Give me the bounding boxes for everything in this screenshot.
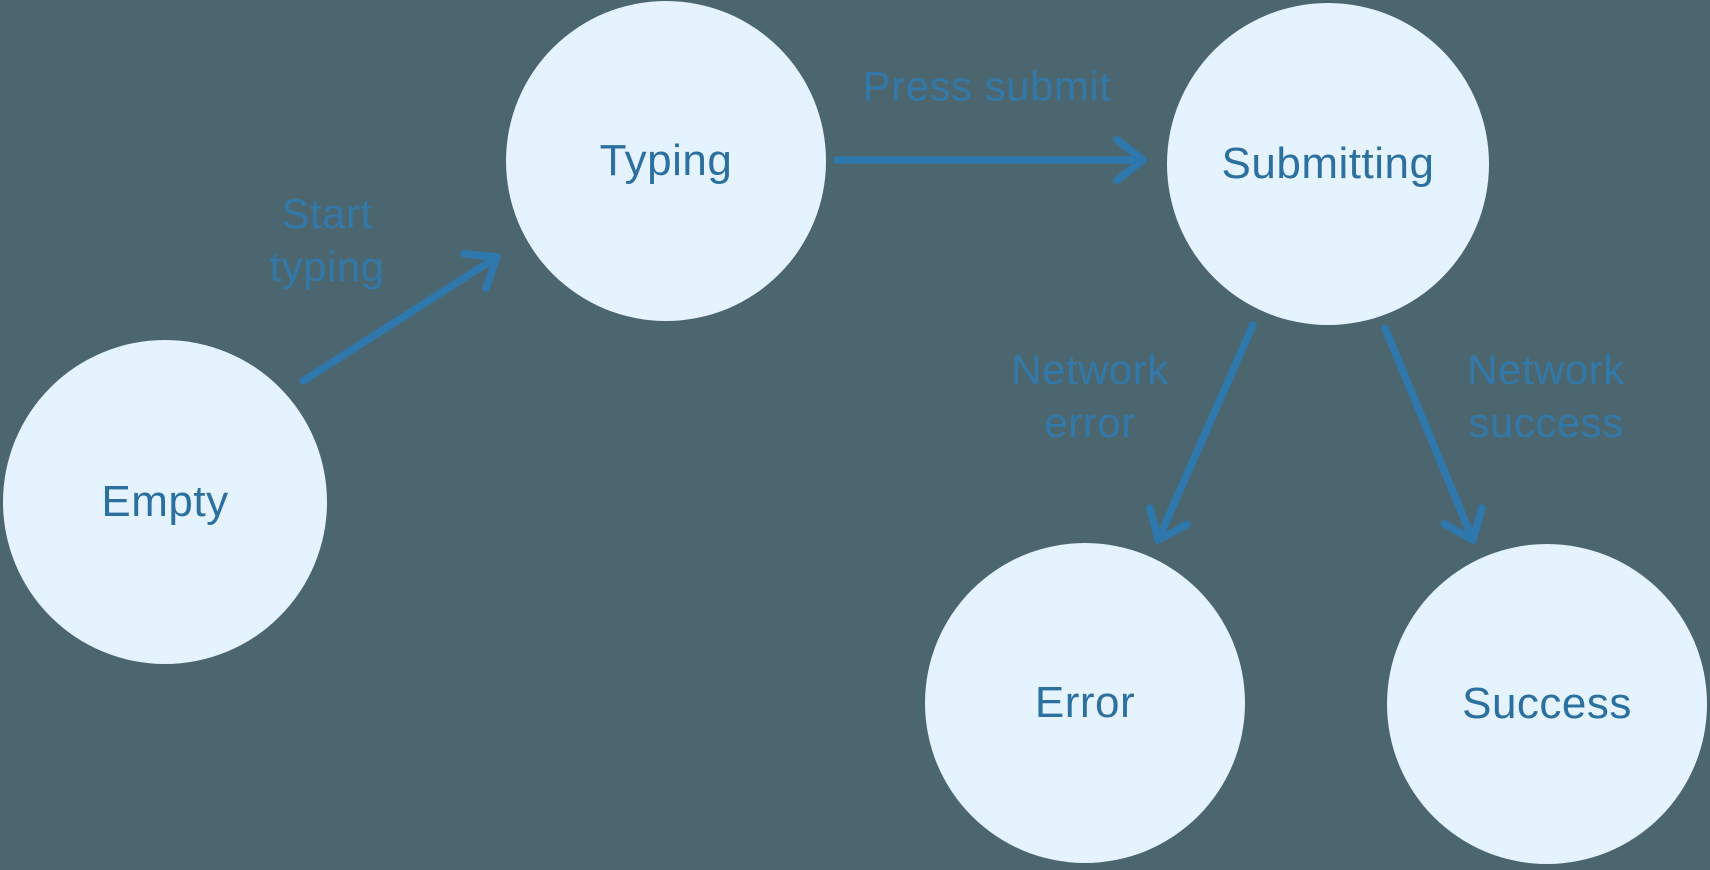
state-node-submitting: Submitting [1167,3,1489,325]
arrow-shaft [299,253,501,385]
state-label-typing: Typing [599,136,733,185]
arrow-shaft [1154,321,1257,544]
transition-label-line: success [1468,399,1624,446]
state-node-error: Error [925,543,1245,863]
arrowhead-icon [1146,504,1191,544]
transition-label-empty-to-typing: Start typing [269,187,384,293]
state-node-empty: Empty [3,340,327,664]
arrow-shaft [1381,324,1477,544]
state-label-error: Error [1034,678,1136,727]
state-label-submitting: Submitting [1221,139,1435,188]
state-node-success: Success [1387,544,1707,864]
transition-label-typing-to-submitting: Press submit [863,60,1112,113]
transition-label-line: Network [1011,346,1169,393]
transition-label-line: Start [281,190,373,237]
transition-label-line: Press submit [862,62,1112,110]
state-label-empty: Empty [101,477,229,526]
transition-label-line: typing [269,243,385,290]
transition-label-line: error [1044,399,1136,446]
transition-arrow-empty-to-typing [299,250,501,385]
arrowhead-icon [1113,135,1147,185]
transition-label-submitting-to-success: Network success [1467,343,1625,449]
transition-label-submitting-to-error: Network error [1011,343,1169,449]
arrowhead-icon [1440,504,1486,544]
transition-arrow-submitting-to-error [1146,321,1257,544]
state-node-typing: Typing [506,1,826,321]
state-label-success: Success [1462,679,1632,728]
transition-label-line: Network [1467,346,1625,393]
transition-arrow-submitting-to-success [1381,324,1486,544]
arrowhead-icon [460,250,501,292]
transition-arrow-typing-to-submitting [833,135,1147,185]
